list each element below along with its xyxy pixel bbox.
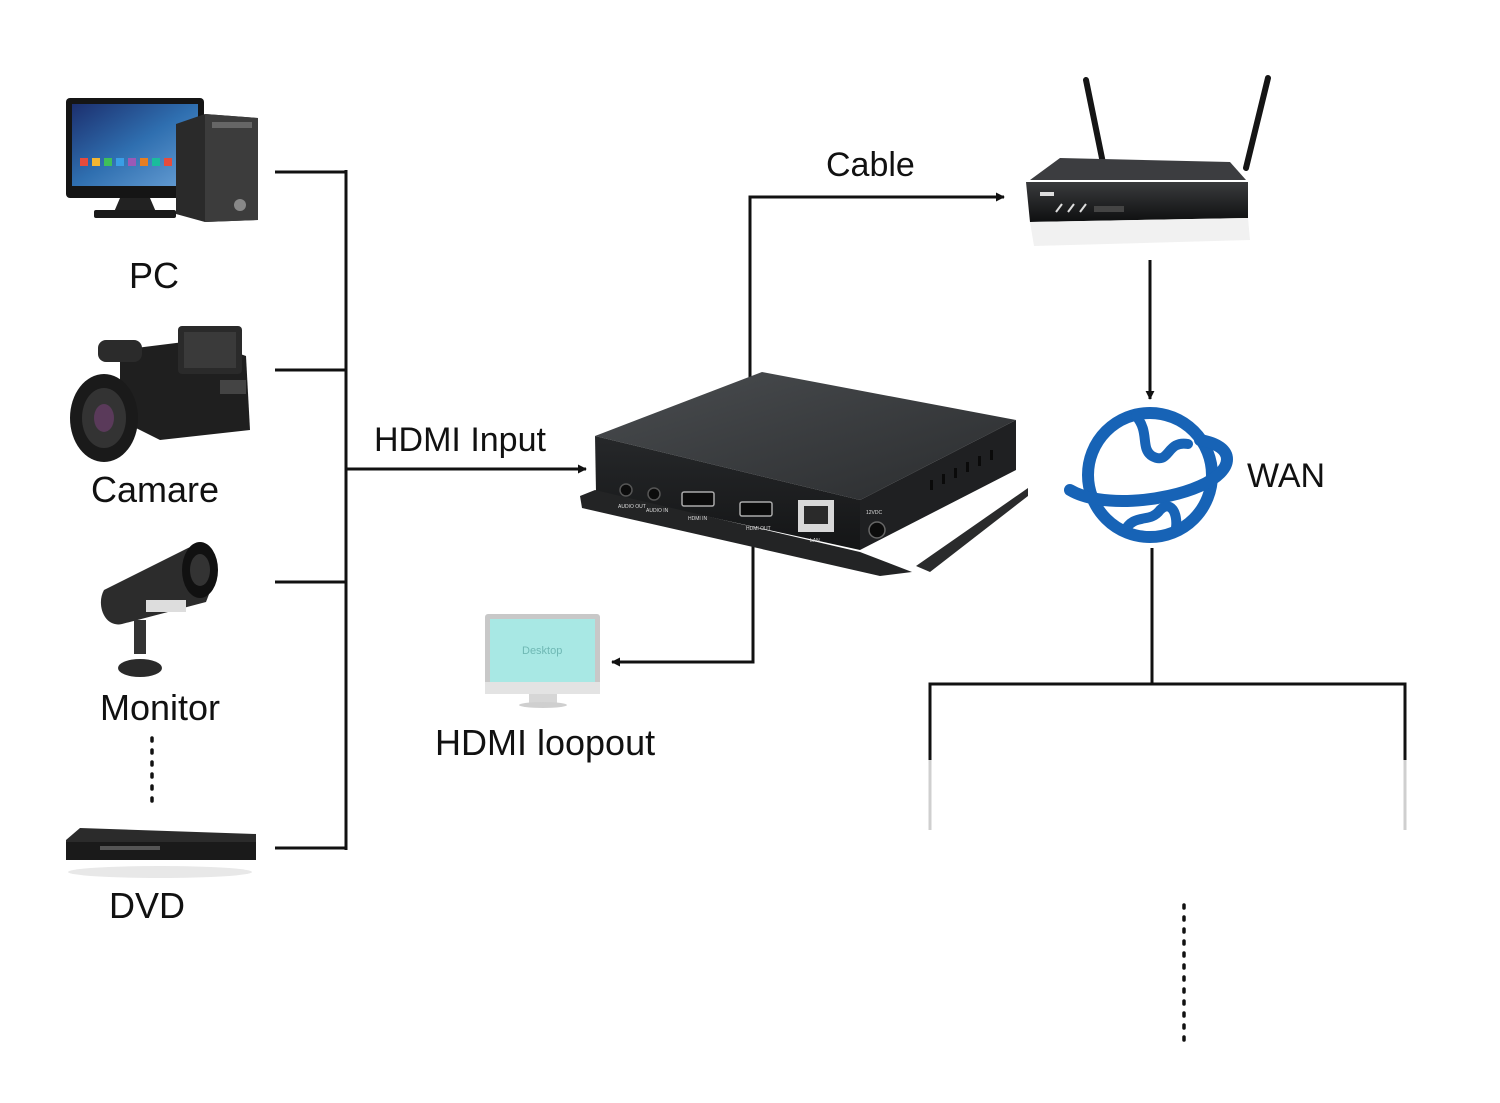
port-label-audio-out: AUDIO OUT bbox=[618, 504, 646, 510]
encoder-device: AUDIO OUT AUDIO IN HDMI IN HDMI OUT LAN … bbox=[580, 372, 1028, 576]
cable-link bbox=[748, 192, 1005, 378]
port-label-hdmi-in: HDMI IN bbox=[688, 516, 708, 522]
camera-label: Camare bbox=[91, 469, 220, 510]
port-label-audio-in: AUDIO IN bbox=[646, 508, 669, 514]
hdmi-loopout-label: HDMI loopout bbox=[435, 722, 656, 763]
loopout-arrow bbox=[611, 545, 755, 667]
port-label-power: 12VDC bbox=[866, 510, 883, 516]
wan-label: WAN bbox=[1247, 457, 1326, 495]
pc-label: PC bbox=[129, 255, 180, 296]
dvd-player-icon bbox=[66, 828, 256, 878]
cable-label: Cable bbox=[826, 146, 915, 184]
camera-icon bbox=[70, 326, 250, 462]
hdmi-input-label: HDMI Input bbox=[374, 421, 546, 459]
port-label-hdmi-out: HDMI OUT bbox=[746, 526, 771, 532]
wan-distribution bbox=[928, 548, 1407, 760]
port-label-lan: LAN bbox=[810, 538, 820, 544]
wan-globe-icon bbox=[1064, 407, 1233, 543]
loopout-monitor-icon: Desktop bbox=[485, 614, 600, 708]
loopout-screen-text: Desktop bbox=[522, 645, 562, 657]
pc-icon bbox=[66, 98, 258, 222]
source-bus bbox=[275, 170, 587, 850]
router-icon bbox=[1026, 75, 1271, 246]
dvd-label: DVD bbox=[109, 885, 186, 926]
surveillance-camera-icon bbox=[100, 542, 218, 677]
wan-fade-lines bbox=[928, 760, 1407, 830]
monitor-label: Monitor bbox=[100, 687, 221, 728]
